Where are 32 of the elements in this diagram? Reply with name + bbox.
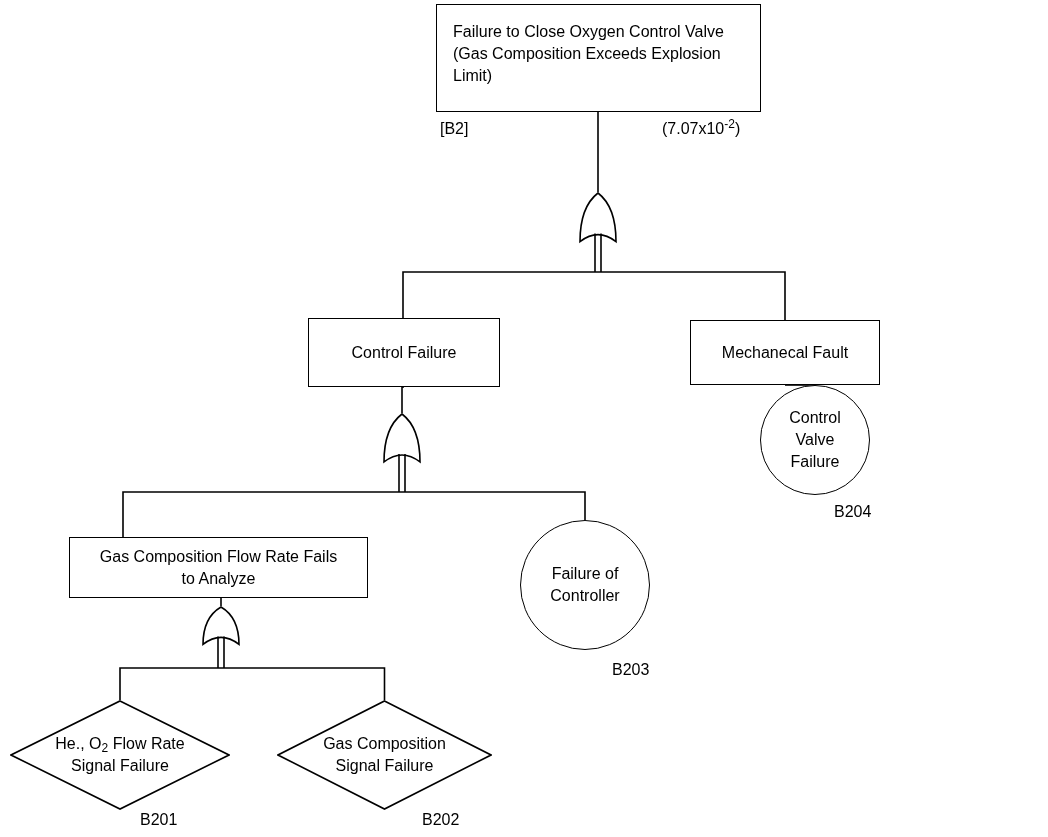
node-text: Mechanecal Fault xyxy=(721,342,849,363)
connector-line xyxy=(220,597,222,607)
or-gate xyxy=(578,192,618,272)
undeveloped-event-diamond xyxy=(10,700,230,810)
connector-line xyxy=(401,386,405,414)
node-text: He., O$_{2}$ Flow Rate Signal Failure xyxy=(54,734,186,776)
connector-line xyxy=(220,667,386,701)
node-id-label: [B2] xyxy=(440,119,469,139)
node-id-label: B202 xyxy=(422,810,460,830)
undeveloped-event-diamond xyxy=(277,700,492,810)
or-gate xyxy=(382,413,422,492)
node-text: Control Failure xyxy=(351,342,457,363)
node-id-label: B201 xyxy=(140,810,178,830)
node-text: Gas Composition Signal Failure xyxy=(322,734,447,776)
connector-line xyxy=(597,271,786,321)
node-text: Failure of Controller xyxy=(549,564,621,606)
event-box xyxy=(690,320,880,385)
connector-line xyxy=(402,271,599,319)
node-text: Failure to Close Oxygen Control Valve (Gas Composition Exceeds Explosion Limit) xyxy=(453,22,725,86)
node-id-label: B204 xyxy=(834,502,872,522)
event-box xyxy=(69,537,368,598)
connector-line xyxy=(122,491,403,538)
event-box xyxy=(308,318,500,387)
node-id-label: B203 xyxy=(612,660,650,680)
node-text: Control Valve Failure xyxy=(788,408,842,472)
connector-line xyxy=(401,491,586,521)
node-id-label: (7.07x10$^{-2}$) xyxy=(662,117,741,139)
or-gate xyxy=(201,606,241,668)
node-text: Gas Composition Flow Rate Fails to Analyze xyxy=(98,546,339,589)
event-box xyxy=(436,4,761,112)
connector-line xyxy=(119,667,222,701)
connector-line xyxy=(597,111,599,193)
